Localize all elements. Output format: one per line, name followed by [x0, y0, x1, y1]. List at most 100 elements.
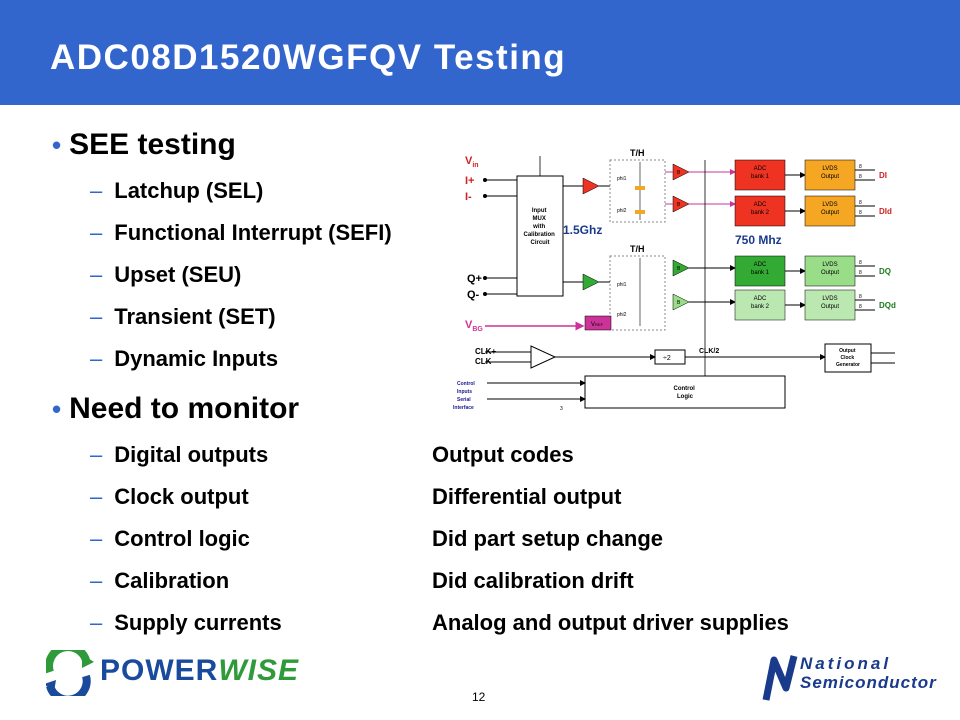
th-bottom-label: T/H	[630, 244, 645, 254]
title-bar	[0, 0, 960, 105]
lvds-output-di	[804, 159, 856, 191]
adc-sub-label: bank 1	[751, 174, 770, 180]
bus-width-label: 8	[859, 304, 862, 310]
adc-label: ADC	[754, 262, 767, 268]
list-item-detail: Analog and output driver supplies	[432, 610, 789, 635]
th-top-label: T/H	[630, 148, 645, 158]
lvds-label: LVDS	[822, 166, 837, 172]
adc-bank2-q	[734, 289, 786, 321]
list-item-label: Functional Interrupt (SEFI)	[114, 220, 392, 245]
phi1-label: phi1	[617, 282, 627, 288]
list-item-label: Control logic	[114, 526, 250, 551]
national-wordmark: National	[800, 654, 892, 673]
list-item: –Supply currents	[90, 610, 282, 636]
bus-width-label: 8	[859, 260, 862, 266]
lvds-sub-label: Output	[821, 270, 839, 276]
buffer-label: B	[677, 300, 681, 306]
dash-icon: –	[90, 178, 103, 203]
control-logic-label: Control Logic	[674, 386, 697, 400]
adc-bank1-q	[734, 255, 786, 287]
adc-bank1-i	[734, 159, 786, 191]
list-item: –Transient (SET)	[90, 304, 276, 330]
adc-label: ADC	[754, 166, 767, 172]
bullet-need-to-monitor: •Need to monitor	[52, 392, 299, 426]
adc-bank2-i	[734, 195, 786, 227]
clk-minus-label: CLK-	[475, 357, 494, 366]
clock-buffer-icon	[530, 345, 557, 369]
lvds-sub-label: Output	[821, 304, 839, 310]
list-item-detail: Did calibration drift	[432, 568, 634, 593]
buffer-label: B	[677, 202, 681, 208]
clk-div-label: CLK/2	[699, 348, 719, 355]
list-item: –Digital outputs	[90, 442, 268, 468]
list-item-label: Dynamic Inputs	[114, 346, 279, 371]
buffer-bottom-icon	[582, 273, 600, 291]
adc-label: ADC	[754, 296, 767, 302]
dash-icon: –	[90, 220, 103, 245]
vref-label: VREF	[591, 322, 604, 328]
output-dqd-label: DQd	[879, 301, 896, 310]
ocg-label: Output Clock Generator	[836, 348, 860, 368]
bus-width-label: 8	[859, 294, 862, 300]
adc-sub-label: bank 2	[751, 304, 770, 310]
divide-label: ÷2	[663, 355, 671, 362]
lvds-label: LVDS	[822, 202, 837, 208]
phi2-label: phi2	[617, 312, 627, 318]
list-item-label: Transient (SET)	[114, 304, 276, 329]
bus-width-label: 8	[859, 164, 862, 170]
list-item-label: Clock output	[114, 484, 249, 509]
bullet-label: Need to monitor	[69, 392, 300, 425]
mux-label: Input MUX with Calibration Circuit	[523, 208, 556, 246]
list-item-detail: Output codes	[432, 442, 574, 467]
q-minus-label: Q-	[467, 289, 480, 301]
lvds-output-dq	[804, 255, 856, 287]
vbg-label: VBG	[465, 319, 483, 333]
buffer-top-icon	[582, 177, 600, 195]
list-item: –Control logic	[90, 526, 250, 552]
bullet-dot-icon: •	[52, 394, 62, 424]
slide-title: ADC08D1520WGFQV Testing	[50, 38, 567, 77]
list-item: –Clock output	[90, 484, 249, 510]
bullet-dot-icon: •	[52, 130, 62, 160]
output-dq-label: DQ	[879, 267, 891, 276]
dash-icon: –	[90, 568, 103, 593]
dash-icon: –	[90, 442, 103, 467]
bullet-see-testing: •SEE testing	[52, 128, 236, 162]
control-inputs-label: Control Inputs Serial Interface	[453, 381, 476, 411]
dash-icon: –	[90, 526, 103, 551]
i-minus-label: I-	[465, 191, 472, 203]
buffer-label: B	[677, 266, 681, 272]
powerwise-wordmark: POWERWISE	[100, 654, 300, 687]
bus-width-label: 8	[859, 270, 862, 276]
lvds-sub-label: Output	[821, 174, 839, 180]
output-di-label: DI	[879, 171, 887, 180]
dash-icon: –	[90, 262, 103, 287]
adc-label: ADC	[754, 202, 767, 208]
list-item: –Latchup (SEL)	[90, 178, 263, 204]
buffer-label: B	[677, 170, 681, 176]
q-plus-label: Q+	[467, 273, 482, 285]
th-top-block	[609, 159, 666, 223]
phi1-label: phi1	[617, 176, 627, 182]
list-item: –Functional Interrupt (SEFI)	[90, 220, 392, 246]
i-plus-label: I+	[465, 175, 474, 187]
lvds-label: LVDS	[822, 262, 837, 268]
adc-sub-label: bank 1	[751, 270, 770, 276]
lvds-output-dqd	[804, 289, 856, 321]
freq-1-5ghz: 1.5Ghz	[563, 223, 602, 237]
list-item: –Calibration	[90, 568, 229, 594]
control-logic-block	[584, 375, 786, 409]
bus-width-label: 8	[859, 200, 862, 206]
dash-icon: –	[90, 484, 103, 509]
list-item-label: Supply currents	[114, 610, 282, 635]
powerwise-logo	[46, 650, 94, 696]
lvds-output-did	[804, 195, 856, 227]
list-item: –Upset (SEU)	[90, 262, 241, 288]
vin-label: Vin	[465, 155, 479, 169]
list-item-label: Latchup (SEL)	[114, 178, 264, 203]
bus-width-label: 8	[859, 174, 862, 180]
lvds-sub-label: Output	[821, 210, 839, 216]
list-item-detail: Did part setup change	[432, 526, 664, 551]
th-bottom-block	[609, 255, 666, 331]
phi2-label: phi2	[617, 208, 627, 214]
